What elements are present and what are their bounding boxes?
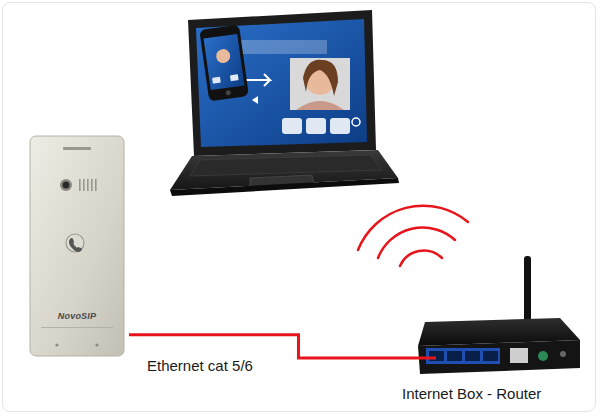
router-box: Internet Box - Router — [398, 288, 594, 408]
brand-label: NovoSIP — [25, 311, 129, 321]
cable-label: Ethernet cat 5/6 — [145, 357, 255, 374]
ethernet-cable — [129, 335, 398, 358]
phone-figure — [199, 25, 249, 102]
intercom-panel-shape — [25, 135, 129, 357]
router-figure — [398, 256, 580, 374]
wifi-waves — [358, 206, 468, 266]
device-label: Internet Box - Router — [402, 385, 541, 402]
intercom-panel: NovoSIP — [25, 135, 129, 357]
laptop-figure — [170, 10, 399, 196]
